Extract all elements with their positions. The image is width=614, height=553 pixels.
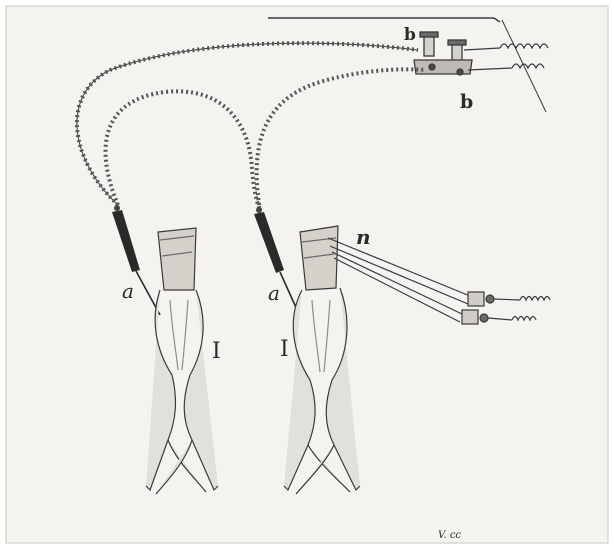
signature: V. cc xyxy=(438,530,461,541)
label-I-right: I xyxy=(280,337,289,362)
label-a-right: a xyxy=(268,281,280,305)
label-b-bottom: b xyxy=(460,91,473,113)
label-b-top: b xyxy=(404,25,416,45)
label-n: n xyxy=(356,225,371,249)
label-a-left: a xyxy=(122,279,134,303)
label-I-left: I xyxy=(212,339,221,364)
